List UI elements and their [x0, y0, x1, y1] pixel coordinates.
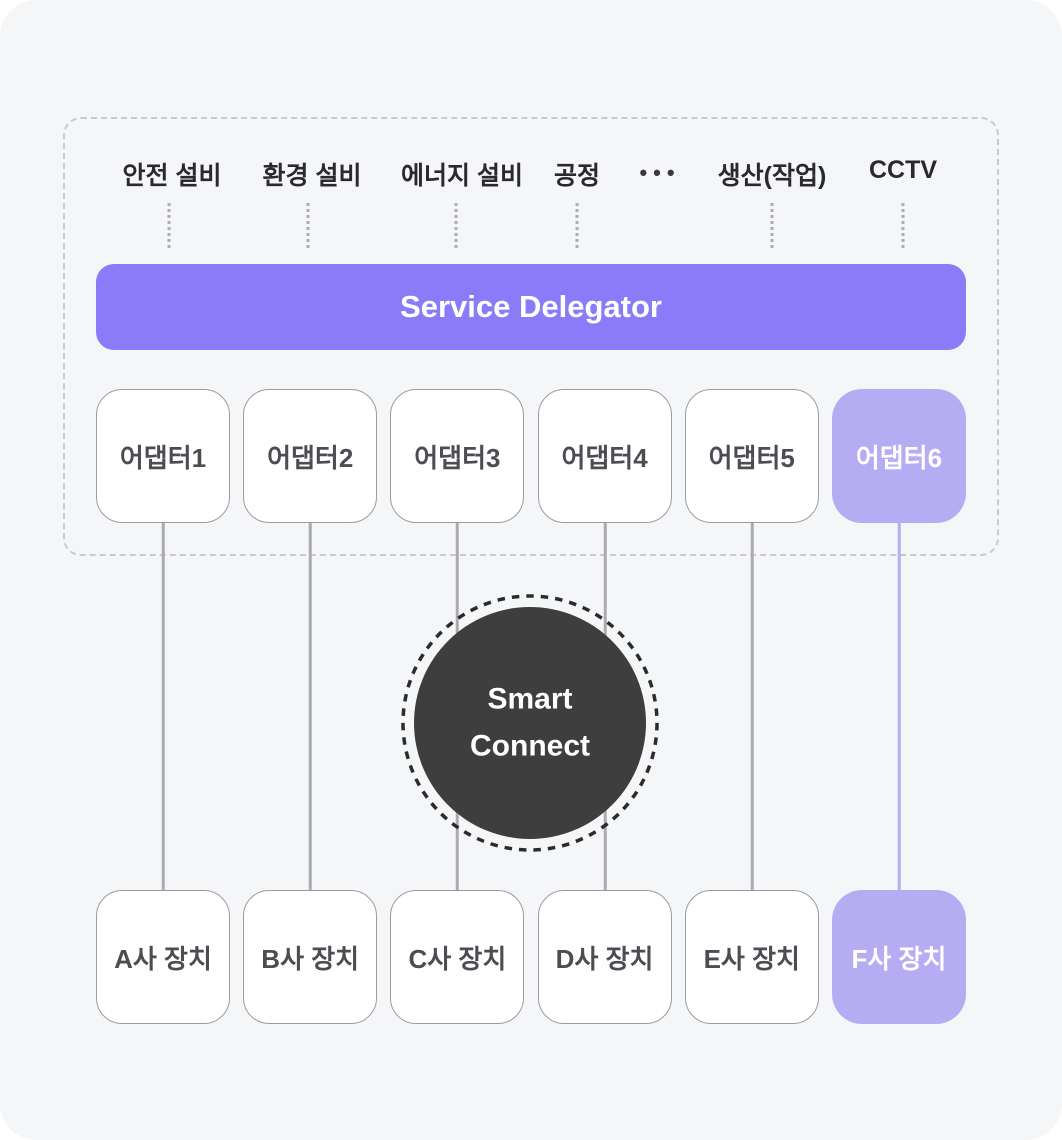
dotted-connector	[770, 203, 774, 248]
label-cctv: CCTV	[868, 156, 938, 184]
adapters-row: 어댑터1 어댑터2 어댑터3 어댑터4 어댑터5 어댑터6	[96, 389, 966, 523]
label-energy-equipment: 에너지 설비	[401, 162, 523, 190]
dotted-connector	[167, 203, 171, 248]
connector-line	[750, 523, 754, 890]
device-box-d: D사 장치	[537, 890, 672, 1024]
adapter-box-4: 어댑터4	[537, 389, 672, 523]
label-safety-equipment: 안전 설비	[122, 162, 222, 190]
smart-connect-ring	[401, 594, 659, 852]
device-box-e: E사 장치	[684, 890, 819, 1024]
adapter-box-5: 어댑터5	[684, 389, 819, 523]
adapter-box-3: 어댑터3	[390, 389, 525, 523]
dotted-connector	[306, 203, 310, 248]
device-box-a: A사 장치	[96, 890, 230, 1024]
service-delegator-bar: Service Delegator	[96, 264, 966, 350]
connector-line	[161, 523, 165, 890]
dotted-connector	[901, 203, 905, 248]
adapter-box-2: 어댑터2	[243, 389, 378, 523]
connector-line-accent	[897, 523, 901, 890]
adapter-box-6: 어댑터6	[831, 389, 966, 523]
device-box-f: F사 장치	[831, 890, 966, 1024]
smart-connect-circle: Smart Connect	[400, 593, 660, 853]
service-group-frame	[63, 117, 999, 556]
device-box-c: C사 장치	[390, 890, 525, 1024]
device-box-b: B사 장치	[243, 890, 378, 1024]
label-process: 공정	[553, 162, 601, 190]
connector-line	[308, 523, 312, 890]
devices-row: A사 장치 B사 장치 C사 장치 D사 장치 E사 장치 F사 장치	[96, 890, 966, 1024]
ellipsis-icon: •••	[639, 160, 681, 185]
smart-connect-label: Smart Connect	[470, 682, 590, 763]
adapter-box-1: 어댑터1	[96, 389, 230, 523]
dotted-connector	[575, 203, 579, 248]
dotted-connector	[454, 203, 458, 248]
label-production-work: 생산(작업)	[717, 162, 827, 190]
label-environment-equipment: 환경 설비	[262, 162, 362, 190]
